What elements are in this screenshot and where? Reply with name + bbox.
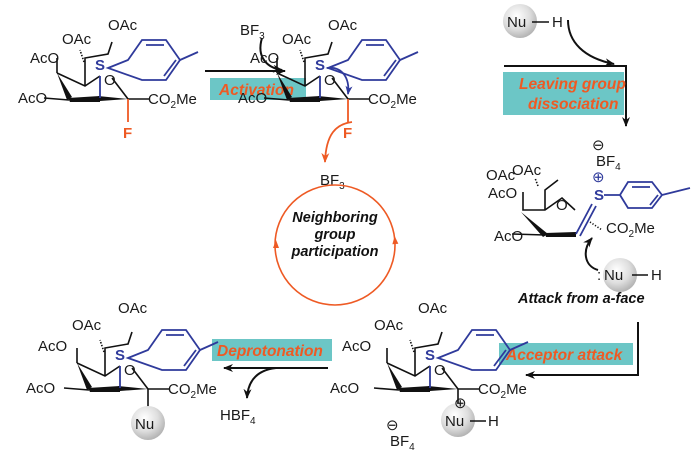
plus-charge: ⊕	[592, 169, 605, 186]
deprotonation-label-box	[212, 339, 332, 361]
ring-oxygen: O	[556, 197, 568, 214]
activation-label: Activation	[218, 82, 294, 99]
h-label: H	[651, 267, 662, 284]
cycle-line3: participation	[290, 244, 378, 260]
acceptor-label: Acceptor attack	[505, 347, 624, 364]
oac-4: OAc	[374, 317, 404, 334]
nu-label: Nu	[445, 413, 464, 430]
acceptor-label-box	[499, 343, 633, 365]
oac-4: OAc	[62, 31, 92, 48]
aco-3: AcO	[250, 50, 279, 67]
ring-oxygen: O	[324, 72, 336, 89]
donor-molecule: OAc OAc AcO AcO S O CO2Me F	[18, 17, 199, 142]
lone-pair: :	[597, 267, 601, 284]
aco-3: AcO	[38, 338, 67, 355]
ester-group: CO2Me	[478, 381, 527, 401]
oac-6: OAc	[512, 162, 542, 179]
deprotonation-step: Deprotonation HBF4	[212, 339, 332, 427]
leaving-group-step: Leaving group dissociation	[503, 19, 630, 127]
leaving-label-box	[503, 72, 624, 115]
leaving-label-line2: dissociation	[528, 96, 618, 113]
activated-molecule: OAc OAc AcO AcO S O CO2Me F	[238, 17, 419, 142]
oac-4: OAc	[486, 167, 516, 184]
aco-2: AcO	[18, 90, 47, 107]
leaving-label-line1: Leaving group	[519, 76, 626, 93]
bf4-counterion: BF4	[596, 153, 621, 173]
aco-3: AcO	[30, 50, 59, 67]
oac-4: OAc	[72, 317, 102, 334]
h-label: H	[488, 413, 499, 430]
ring-oxygen: O	[434, 362, 446, 379]
fluorine-atom: F	[123, 125, 132, 142]
sulfur-atom: S	[95, 57, 105, 74]
bf4-counterion: BF4	[390, 433, 415, 453]
sulfur-atom: S	[115, 347, 125, 364]
sulfur-atom: S	[315, 57, 325, 74]
nu-label: Nu	[507, 14, 526, 31]
bf3-released: BF3	[320, 172, 345, 192]
nu-label: Nu	[135, 416, 154, 433]
ring-oxygen: O	[104, 72, 116, 89]
ester-group: CO2Me	[368, 91, 417, 111]
nucleophile-reagent: Nu H	[503, 4, 563, 38]
cycle-line1: Neighboring	[292, 210, 378, 226]
ester-group: CO2Me	[148, 91, 197, 111]
sulfonium-intermediate: ⊖ BF4 OAc OAc AcO AcO O S ⊕ CO2Me : Nu H…	[486, 137, 691, 307]
oac-6: OAc	[118, 300, 148, 317]
plus-charge: ⊕	[454, 395, 467, 412]
hbf4-byproduct: HBF4	[220, 407, 256, 427]
sulfonium-atom: S	[594, 187, 604, 204]
oac-4: OAc	[282, 31, 312, 48]
oac-6: OAc	[328, 17, 358, 34]
aco-2: AcO	[26, 380, 55, 397]
ring-oxygen: O	[124, 362, 136, 379]
ngp-cycle: Neighboring group participation	[273, 184, 399, 306]
aco-3: AcO	[342, 338, 371, 355]
bf3-reagent: BF3	[240, 22, 265, 42]
sulfur-atom: S	[425, 347, 435, 364]
ester-group: CO2Me	[168, 381, 217, 401]
minus-charge: ⊖	[592, 137, 605, 154]
bf3-leaving-arrow	[321, 121, 353, 163]
aco-2: AcO	[238, 90, 267, 107]
cycle-line2: group	[313, 227, 355, 243]
aco-2: AcO	[494, 228, 523, 245]
oac-6: OAc	[418, 300, 448, 317]
glycoside-product: Nu OAc OAc AcO AcO S O CO2Me	[26, 300, 219, 440]
h-label: H	[552, 14, 563, 31]
deprotonation-label: Deprotonation	[217, 343, 323, 360]
aco-3: AcO	[488, 185, 517, 202]
oac-6: OAc	[108, 17, 138, 34]
minus-charge: ⊖	[386, 417, 399, 434]
ester-group: CO2Me	[606, 220, 655, 240]
protonated-product: Nu H ⊕ ⊖ BF4 OAc OAc AcO AcO S O CO2Me	[330, 300, 529, 453]
fluorine-atom: F	[343, 125, 352, 142]
nu-label: Nu	[604, 267, 623, 284]
aco-2: AcO	[330, 380, 359, 397]
acceptor-attack-step: Acceptor attack	[499, 322, 639, 379]
attack-caption: Attack from a-face	[517, 291, 645, 307]
